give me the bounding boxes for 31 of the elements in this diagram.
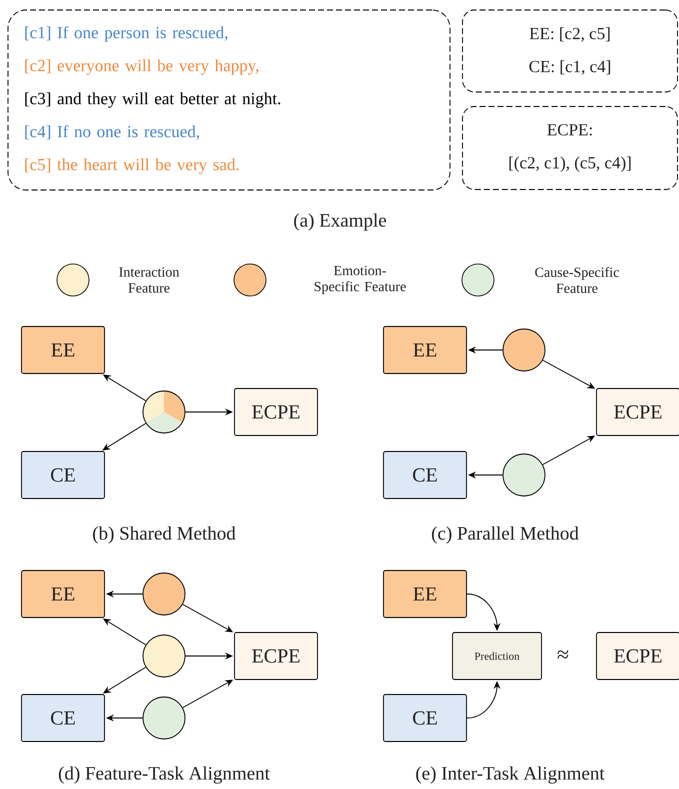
- subfigure-caption: (e) Inter-Task Alignment: [416, 766, 605, 784]
- task-box: ECPE: [234, 388, 318, 436]
- subfigure-caption: (c) Parallel Method: [432, 526, 579, 544]
- subfigure-caption: (a) Example: [294, 213, 386, 231]
- task-box: CE: [383, 694, 467, 742]
- subfigure-caption: (b) Shared Method: [93, 526, 236, 544]
- approx-symbol: ≈: [558, 650, 568, 658]
- subfigure-caption: (d) Feature-Task Alignment: [58, 766, 270, 784]
- task-box: EE: [21, 570, 105, 618]
- task-box: EE: [21, 326, 105, 374]
- feature-circle: [142, 696, 186, 740]
- task-box: EE: [383, 570, 467, 618]
- feature-circle: [502, 328, 546, 372]
- result-box: EE: [c2, c5] CE: [c1, c4]: [462, 10, 678, 92]
- prediction-box: Prediction: [452, 632, 542, 680]
- task-box: ECPE: [596, 632, 679, 680]
- task-box: EE: [383, 326, 467, 374]
- task-box: CE: [21, 694, 105, 742]
- legend-label: Cause-Specific Feature: [535, 267, 619, 293]
- example-text-box: [c1] If one person is rescued, [c2] everyone will be very happy, [c3] and they will eat better at night. [c4] If no one is rescued, [c5] the heart will be very sad.: [8, 10, 450, 190]
- task-box: CE: [21, 451, 105, 499]
- legend-label: Interaction Feature: [119, 267, 180, 293]
- task-box: ECPE: [596, 388, 679, 436]
- result-box: ECPE: [(c2, c1), (c5, c4)]: [462, 106, 678, 190]
- feature-circle: [502, 454, 546, 496]
- legend-label: Emotion-Specific Feature: [314, 266, 406, 294]
- task-box: ECPE: [234, 632, 318, 680]
- feature-circle: [142, 390, 186, 434]
- feature-circle: [142, 572, 186, 616]
- task-box: CE: [383, 451, 467, 499]
- feature-circle: [142, 634, 186, 678]
